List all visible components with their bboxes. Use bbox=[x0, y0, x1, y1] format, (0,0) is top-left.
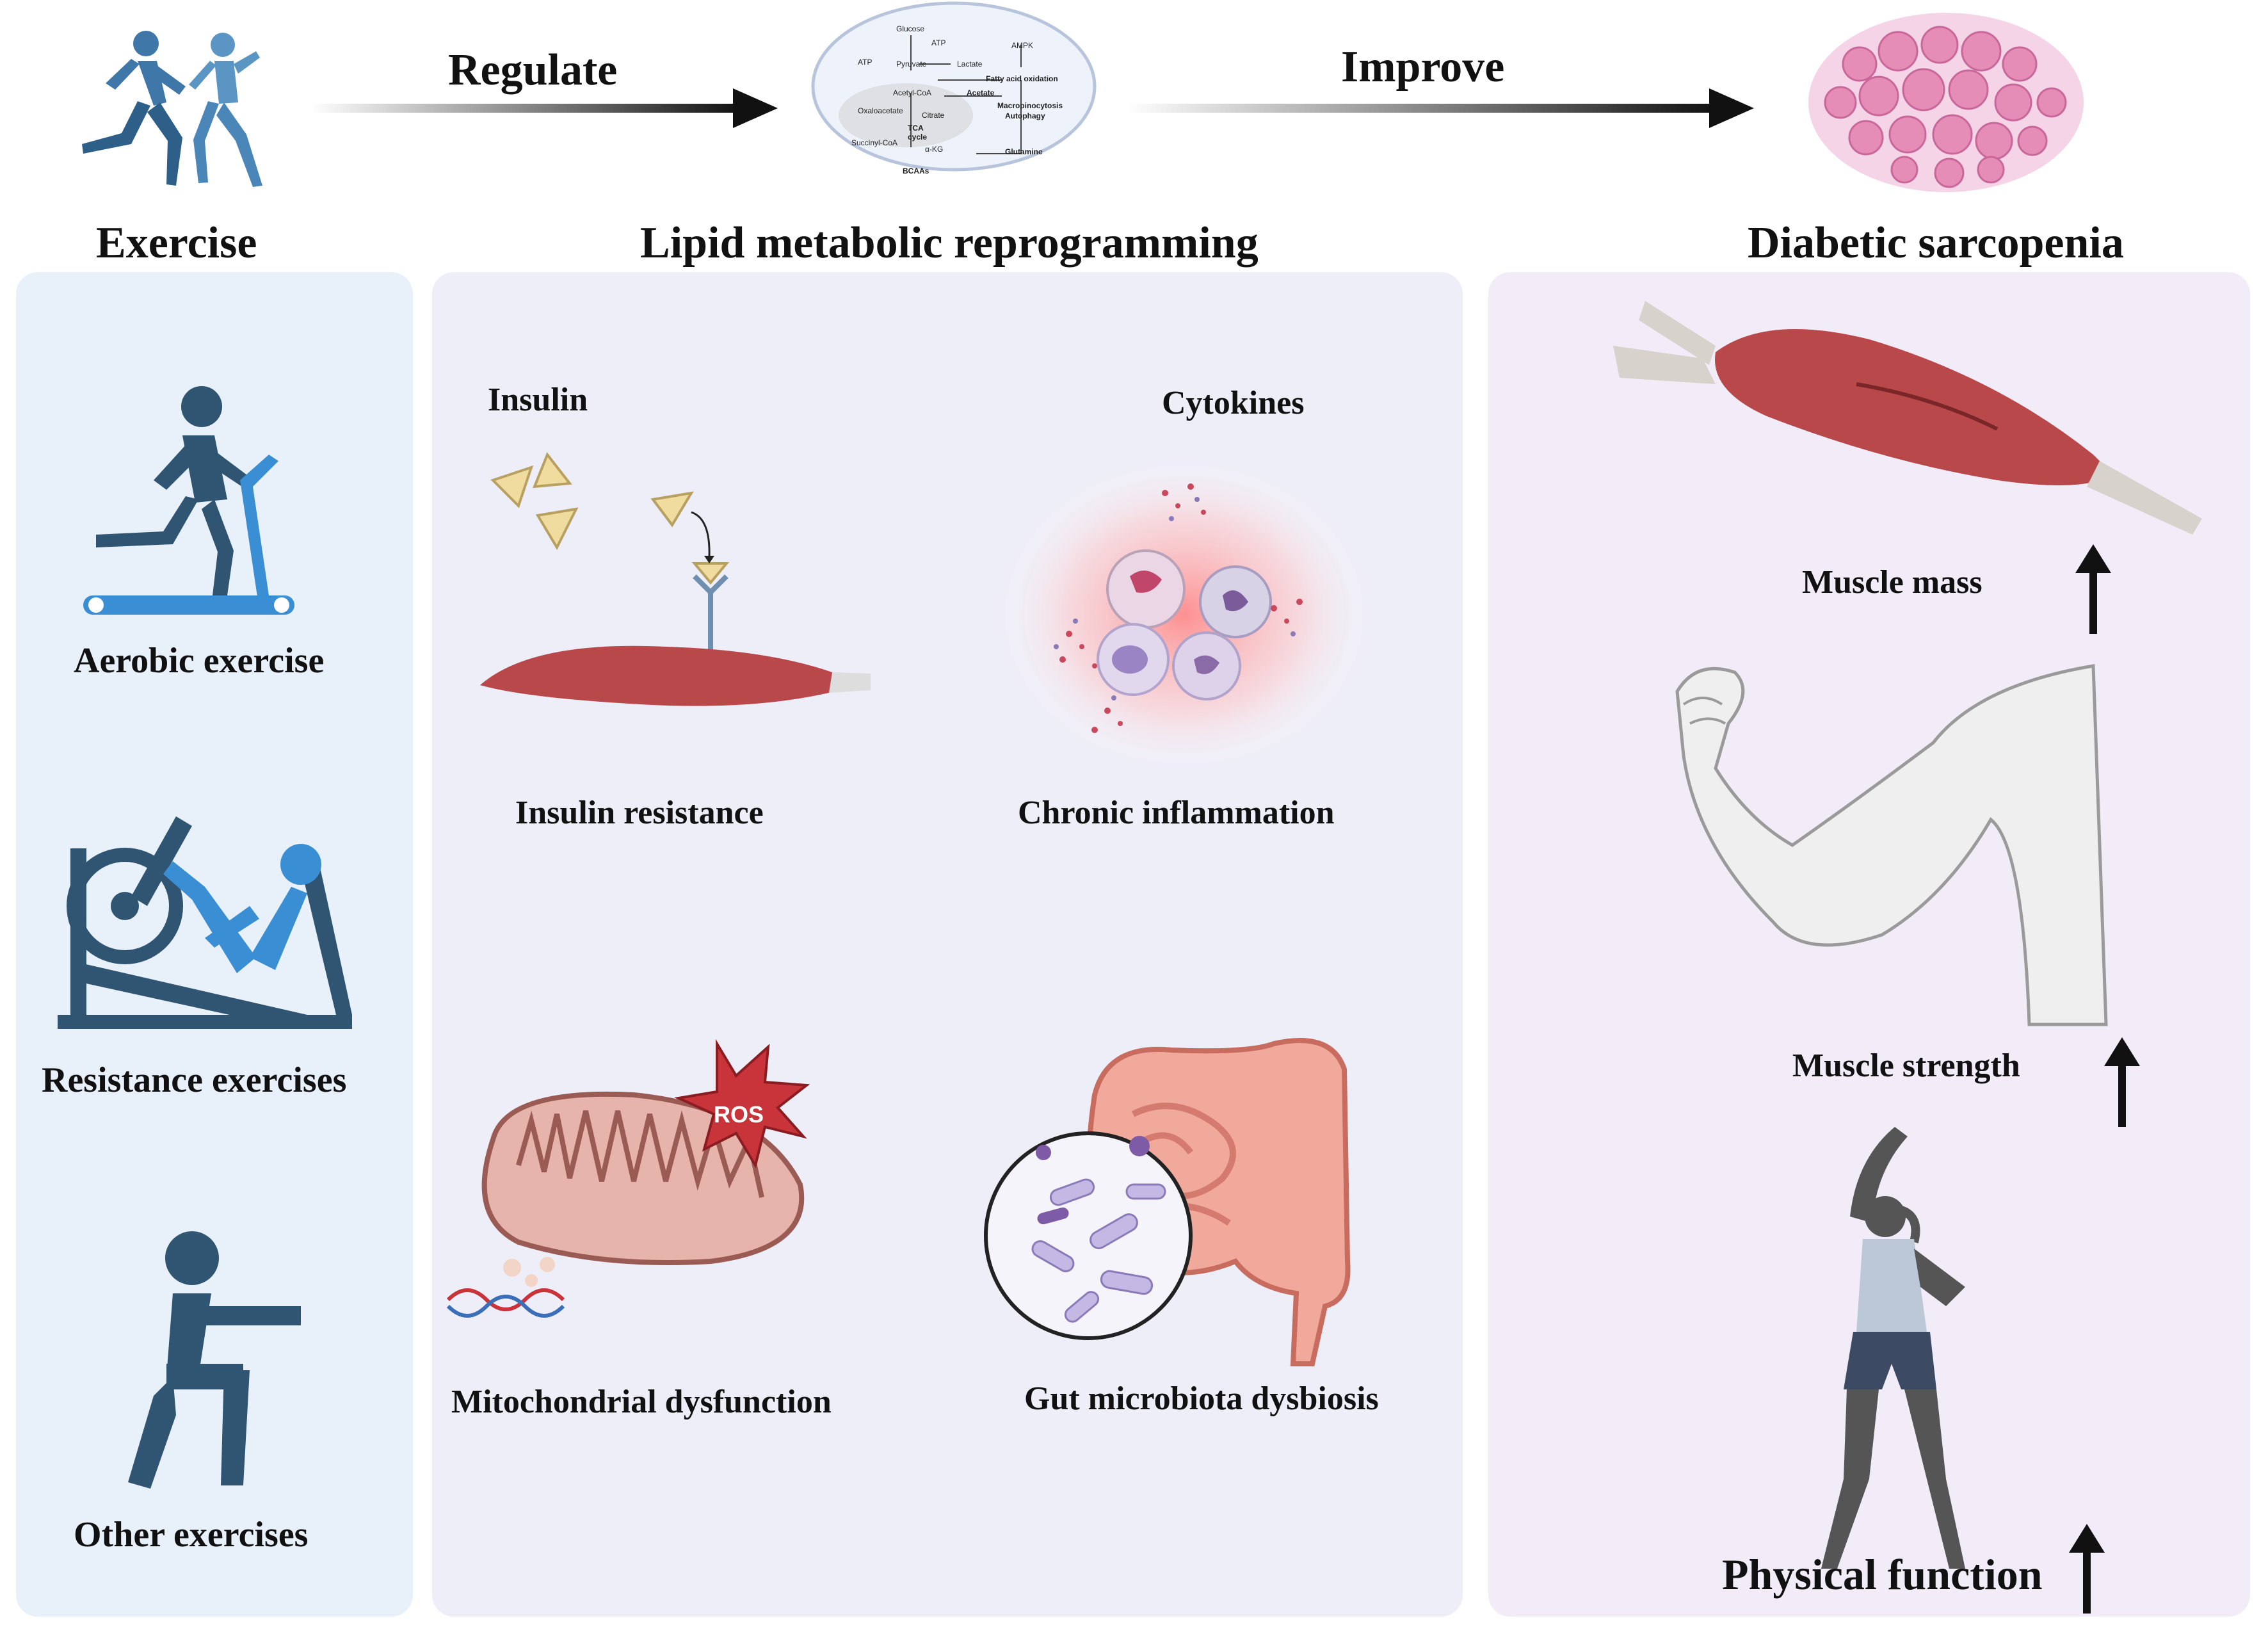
inset-label: Succinyl-CoA bbox=[851, 138, 898, 147]
insulin-label: Insulin bbox=[488, 382, 588, 418]
inset-label: TCA cycle bbox=[908, 124, 928, 142]
metabolism-pathway-inset bbox=[811, 1, 1097, 172]
muscle-strength-label: Muscle strength bbox=[1792, 1048, 2020, 1084]
gut-dysbiosis-label: Gut microbiota dysbiosis bbox=[1024, 1380, 1379, 1417]
physical-function-up-arrow bbox=[2069, 1524, 2105, 1614]
sarcopenia-title: Diabetic sarcopenia bbox=[1748, 218, 2124, 268]
insulin-receptor-muscle-icon bbox=[480, 452, 871, 706]
other-exercises-label: Other exercises bbox=[74, 1515, 309, 1555]
inset-label: Glutamine bbox=[1005, 147, 1043, 156]
inset-label: ATP bbox=[858, 58, 873, 67]
insulin-resistance-label: Insulin resistance bbox=[515, 795, 764, 831]
inset-label: Oxaloacetate bbox=[858, 106, 903, 115]
treadmill-runner-icon bbox=[83, 386, 294, 615]
inset-label: BCAAs bbox=[903, 166, 929, 175]
inset-label: Acetate bbox=[967, 88, 995, 97]
regulate-arrow bbox=[310, 88, 778, 128]
exercise-title: Exercise bbox=[96, 218, 257, 268]
physical-function-label: Physical function bbox=[1722, 1550, 2043, 1599]
muscle-mass-label: Muscle mass bbox=[1802, 564, 1982, 601]
squat-figure-icon bbox=[128, 1231, 301, 1489]
inflammation-cells-icon bbox=[992, 455, 1376, 775]
ros-label: ROS bbox=[714, 1101, 764, 1128]
muscle-tissue-cross-section-icon bbox=[1808, 13, 2084, 192]
resistance-exercises-label: Resistance exercises bbox=[42, 1060, 347, 1100]
lipid-title: Lipid metabolic reprogramming bbox=[640, 218, 1259, 268]
inset-label: ATP bbox=[931, 38, 946, 47]
inset-label: Citrate bbox=[922, 111, 945, 120]
inset-label: α-KG bbox=[925, 145, 944, 154]
improve-label: Improve bbox=[1341, 42, 1505, 92]
runners-icon bbox=[82, 31, 262, 187]
flexed-arm-icon bbox=[1675, 664, 2108, 1026]
muscle-mass-up-arrow bbox=[2075, 544, 2111, 634]
cytokines-label: Cytokines bbox=[1162, 385, 1305, 421]
muscle-strength-up-arrow bbox=[2104, 1037, 2140, 1127]
chronic-inflammation-label: Chronic inflammation bbox=[1018, 795, 1335, 831]
inset-label: Macropinocytosis bbox=[997, 101, 1063, 110]
inset-label: Pyruvate bbox=[896, 60, 927, 69]
inset-label: Autophagy bbox=[1005, 111, 1045, 120]
leg-press-icon bbox=[58, 816, 352, 1029]
inset-label: Glucose bbox=[896, 24, 925, 33]
inset-label: AMPK bbox=[1011, 41, 1034, 50]
inset-label: Lactate bbox=[957, 60, 983, 69]
improve-arrow bbox=[1127, 88, 1754, 128]
aerobic-exercise-label: Aerobic exercise bbox=[74, 641, 325, 681]
mitochondrial-dysfunction-label: Mitochondrial dysfunction bbox=[451, 1384, 832, 1420]
muscle-icon bbox=[1613, 301, 2202, 535]
inset-label: Fatty acid oxidation bbox=[986, 74, 1058, 83]
regulate-label: Regulate bbox=[448, 45, 618, 95]
gut-microbiota-icon bbox=[984, 1038, 1351, 1366]
mitochondria-ros-icon bbox=[446, 1039, 810, 1318]
inset-label: Acetyl-CoA bbox=[893, 88, 932, 97]
metabolism-inset-labels: Glucose ATP AMPK ATP Pyruvate Lactate Fa… bbox=[832, 24, 1075, 175]
stretching-woman-icon bbox=[1821, 1127, 1965, 1569]
